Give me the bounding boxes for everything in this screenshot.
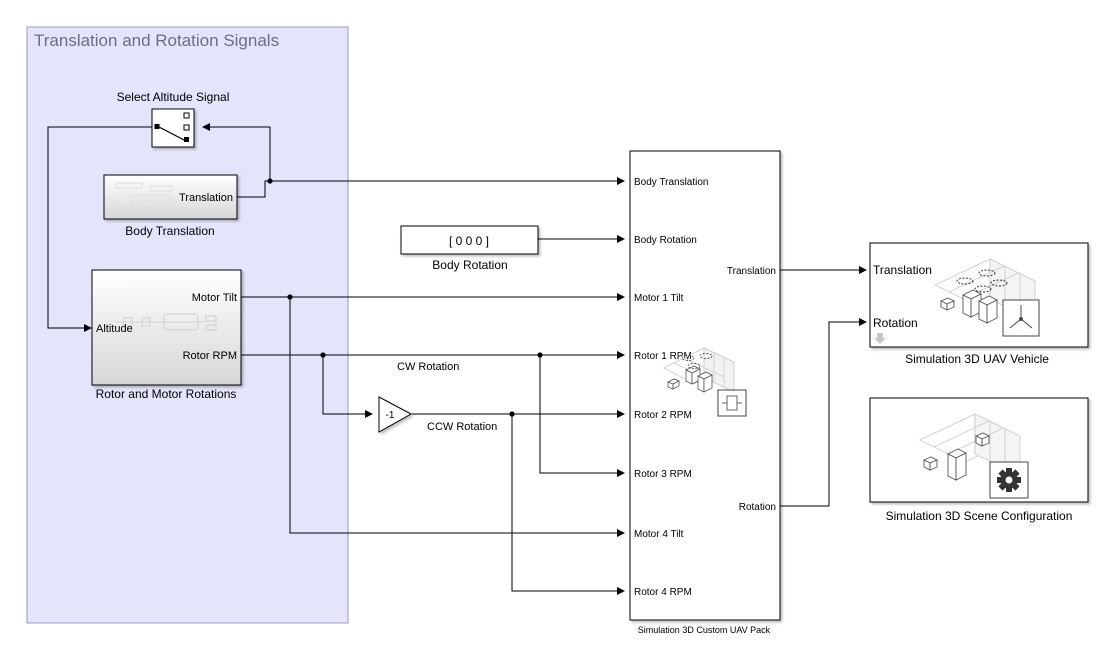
body-translation-out-port: Translation bbox=[179, 192, 233, 204]
body-rotation-block[interactable]: [ 0 0 0 ] Body Rotation bbox=[400, 225, 539, 272]
vehicle-in-rotation: Rotation bbox=[873, 316, 918, 330]
gain-value: -1 bbox=[386, 410, 395, 421]
select-altitude-signal-block[interactable]: Select Altitude Signal bbox=[117, 90, 230, 148]
port-rotor-3-rpm: Rotor 3 RPM bbox=[634, 469, 692, 480]
ccw-rotation-label: CCW Rotation bbox=[427, 421, 497, 433]
uav-vehicle-scene-icon bbox=[934, 258, 1040, 337]
branch-points bbox=[267, 178, 543, 417]
rotor-motor-rotations-block[interactable]: Altitude Motor Tilt Rotor RPM Rotor and … bbox=[91, 269, 242, 401]
uav-vehicle-label: Simulation 3D UAV Vehicle bbox=[905, 352, 1049, 366]
uav-pack-block[interactable]: Body Translation Body Rotation Motor 1 T… bbox=[629, 150, 781, 635]
port-motor-1-tilt: Motor 1 Tilt bbox=[634, 293, 684, 304]
scene-config-thumbnail-icon bbox=[919, 413, 1029, 499]
port-body-translation: Body Translation bbox=[634, 177, 709, 188]
switch-icon bbox=[158, 126, 185, 141]
port-rotor-1-rpm: Rotor 1 RPM bbox=[634, 351, 692, 362]
rotor-motor-rotations-label: Rotor and Motor Rotations bbox=[96, 387, 237, 401]
altitude-in-port: Altitude bbox=[96, 323, 133, 335]
subsystem-preview-icon bbox=[115, 182, 177, 211]
uav-rotation-signal-line[interactable] bbox=[780, 318, 867, 507]
body-translation-signal-line[interactable] bbox=[237, 177, 625, 198]
cw-rotation-label: CW Rotation bbox=[397, 361, 459, 373]
port-motor-4-tilt: Motor 4 Tilt bbox=[634, 529, 684, 540]
scene-config-label: Simulation 3D Scene Configuration bbox=[886, 509, 1073, 523]
port-rotor-2-rpm: Rotor 2 RPM bbox=[634, 410, 692, 421]
translation-branch-to-switch[interactable] bbox=[202, 123, 271, 181]
rotor3-rpm-signal-line[interactable] bbox=[539, 355, 625, 477]
select-altitude-signal-label: Select Altitude Signal bbox=[117, 90, 230, 104]
motor4-tilt-signal-line[interactable] bbox=[289, 297, 625, 537]
port-out-rotation: Rotation bbox=[739, 502, 776, 513]
uav-vehicle-block[interactable]: Translation Rotation bbox=[869, 242, 1089, 366]
vehicle-in-translation: Translation bbox=[873, 263, 932, 277]
scene-config-block[interactable]: Simulation 3D Scene Configuration bbox=[869, 397, 1089, 523]
down-arrow-icon bbox=[874, 333, 886, 344]
body-translation-block[interactable]: Translation Body Translation bbox=[103, 174, 238, 238]
area-title: Translation and Rotation Signals bbox=[34, 31, 279, 50]
motor-tilt-out-port: Motor Tilt bbox=[192, 292, 237, 304]
port-out-translation: Translation bbox=[727, 266, 776, 277]
rotor-rpm-out-port: Rotor RPM bbox=[183, 350, 237, 362]
gain-input-signal-line[interactable] bbox=[322, 355, 373, 418]
body-rotation-value: [ 0 0 0 ] bbox=[449, 234, 489, 248]
uav-pack-in-ports: Body Translation Body Rotation Motor 1 T… bbox=[634, 177, 709, 598]
signal-lines bbox=[47, 123, 867, 595]
rotor4-rpm-signal-line[interactable] bbox=[511, 414, 625, 595]
uav-scene-icon bbox=[663, 347, 747, 417]
altitude-signal-line[interactable] bbox=[47, 126, 152, 332]
uav-pack-label: Simulation 3D Custom UAV Pack bbox=[638, 625, 771, 635]
body-rotation-label: Body Rotation bbox=[432, 258, 507, 272]
body-translation-label: Body Translation bbox=[125, 224, 214, 238]
gain-block[interactable]: -1 bbox=[378, 396, 413, 433]
port-body-rotation: Body Rotation bbox=[634, 235, 697, 246]
gear-icon bbox=[997, 468, 1021, 492]
port-rotor-4-rpm: Rotor 4 RPM bbox=[634, 587, 692, 598]
subsystem-preview-icon bbox=[114, 313, 217, 331]
